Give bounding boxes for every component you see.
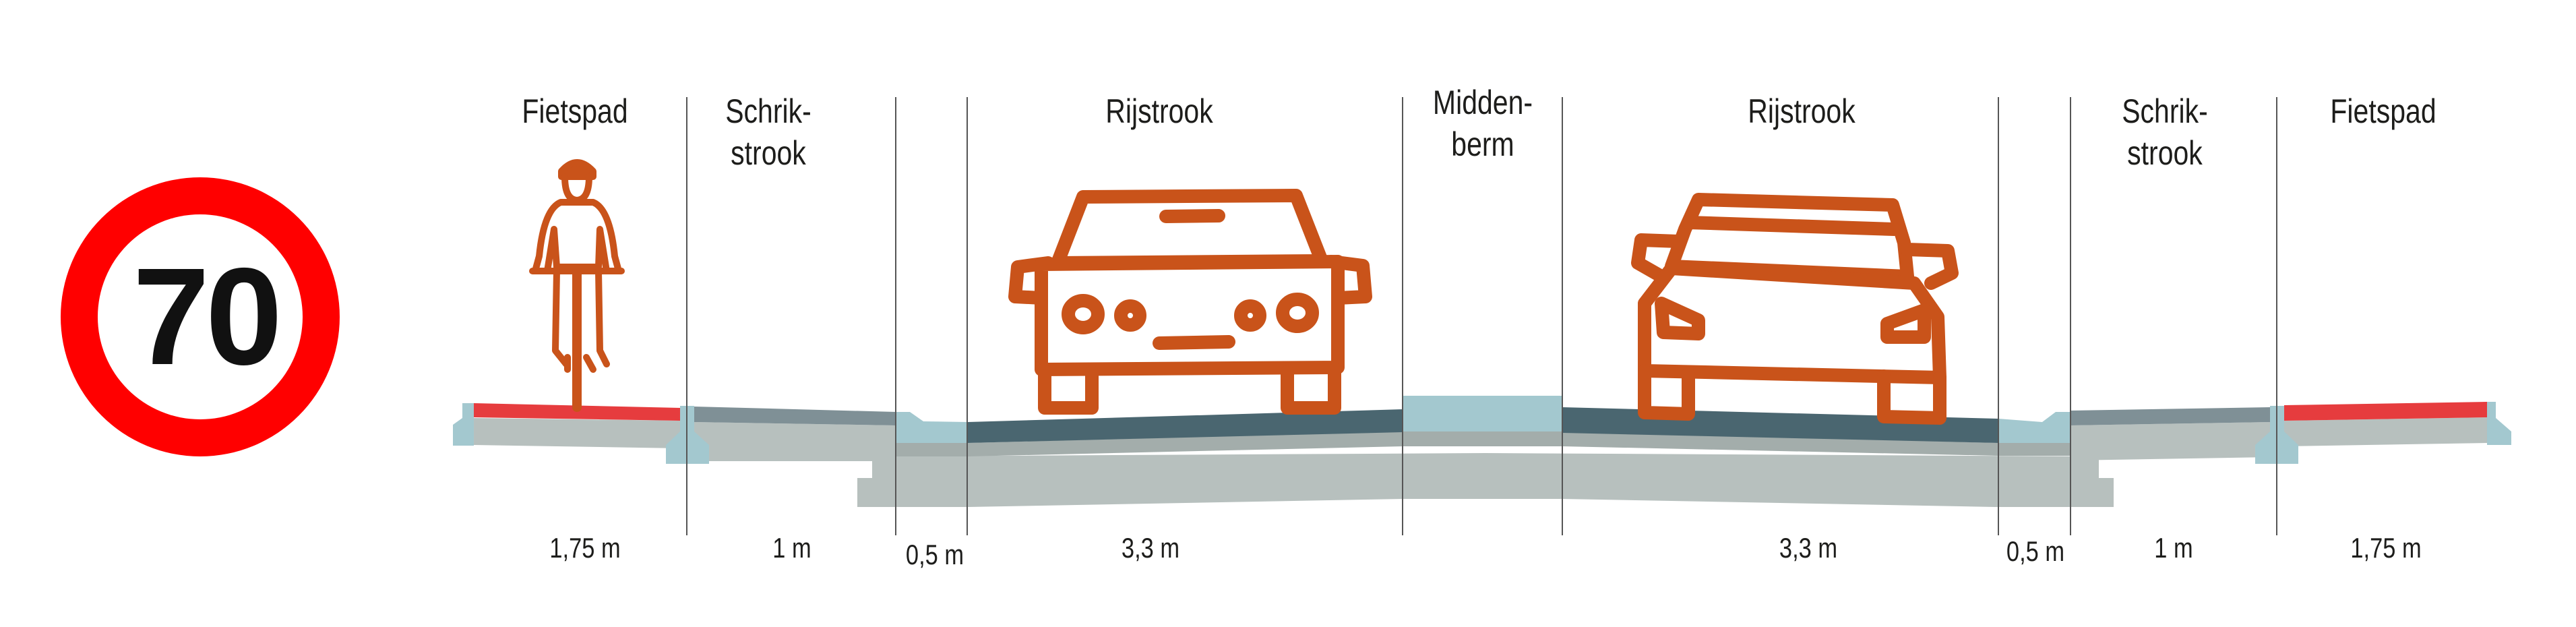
buffer-strip-left [694,407,896,425]
buffer-strip-right [2071,407,2270,425]
width-schrikstrook-left: 1 m [772,532,811,564]
curb-left-outer [453,403,474,446]
curb-right-outer [2487,402,2511,445]
speed-limit-sign [61,177,340,456]
bike-lane-right [2284,402,2487,421]
label-middenberm-2: berm [1451,125,1514,163]
car-front-icon [1008,189,1372,415]
speed-limit-value: 70 [133,239,282,394]
label-schrikstrook-right-1: Schrik- [2122,92,2208,130]
width-gutter-right: 0,5 m [2006,535,2065,567]
cyclist-icon [529,159,625,412]
label-schrikstrook-left-2: strook [731,134,806,172]
median [1403,396,1562,431]
width-rijstrook-right: 3,3 m [1779,532,1838,564]
width-gutter-left: 0,5 m [905,539,964,570]
label-schrikstrook-right-2: strook [2127,134,2203,172]
width-fietspad-left: 1,75 m [549,532,621,564]
gutter-right [1998,412,2071,443]
width-rijstrook-left: 3,3 m [1121,532,1180,564]
width-schrikstrook-right: 1 m [2154,532,2193,564]
label-schrikstrook-left-1: Schrik- [725,92,811,130]
label-rijstrook-right: Rijstrook [1748,92,1856,130]
label-middenberm-1: Midden- [1432,84,1533,121]
car-front-angled-icon [1631,193,1959,425]
carriageway-left [968,409,1403,443]
width-fietspad-right: 1,75 m [2350,532,2422,564]
section-dividers [686,97,2277,535]
label-rijstrook-left: Rijstrook [1105,92,1213,130]
label-fietspad-right: Fietspad [2330,92,2436,130]
label-fietspad-left: Fietspad [522,92,628,130]
gutter-left [896,412,968,443]
